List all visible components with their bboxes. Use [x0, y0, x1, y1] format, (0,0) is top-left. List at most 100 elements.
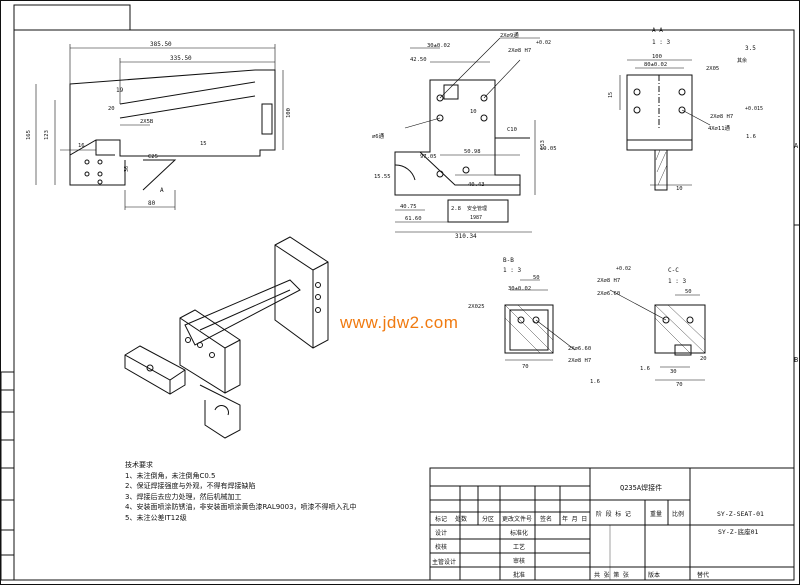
tb-standard: 标准化	[510, 529, 528, 537]
cc-dim-1-6: 1.6	[640, 366, 650, 372]
dim-40-43: 40.43	[468, 182, 485, 188]
dim-123: 123	[44, 130, 50, 140]
dim-165: 165	[26, 130, 32, 140]
dim-113: 113	[540, 140, 546, 150]
cc-dim-70: 70	[676, 382, 683, 388]
aa-dim-80: 80±0.02	[644, 62, 667, 68]
tech-req-item: 1、未注倒角，未注倒角C0.5	[125, 471, 216, 480]
tb-scale: 比例	[672, 510, 684, 518]
note-safe: 安全管理	[467, 205, 487, 212]
aa-roughness: 3.5	[745, 45, 756, 52]
tech-req-item: 4、安装面喷涂防锈油，非安装面喷涂黄色漆RAL9003，喷漆不得喷入孔中	[125, 503, 357, 511]
dim-100: 100	[286, 108, 292, 118]
border-letter-b: B	[794, 356, 798, 364]
tech-req-item: 3、焊接后去应力处理，然后机械加工	[125, 492, 242, 501]
cc-dim-50: 50	[685, 289, 692, 295]
border-letter-a: A	[794, 142, 799, 150]
dim-15-55: 15.55	[374, 174, 391, 180]
bb-dim-1-6: 1.6	[590, 379, 600, 385]
dim-30-tol: 30±0.02	[427, 43, 450, 49]
tb-weight: 重量	[650, 510, 662, 518]
tb-process: 工艺	[513, 543, 525, 551]
tb-chief: 主管设计	[432, 558, 456, 566]
bb-dim-6-60: 2X⌀6.60	[568, 346, 591, 352]
bb-dim-8h7: 2X⌀8 H7	[568, 358, 591, 364]
section-bb-label: B-B	[503, 257, 514, 264]
dim-19: 19	[116, 87, 124, 94]
view-section-cc	[609, 289, 706, 381]
view-side	[394, 37, 540, 233]
dim-10: 10	[470, 109, 477, 115]
dim-385: 385.50	[150, 41, 172, 48]
aa-dim-2x05: 2X05	[706, 66, 719, 72]
section-cc-scale: 1 : 3	[668, 278, 686, 285]
aa-dim-1-6: 1.6	[746, 134, 756, 140]
dim-19-05: 19.05	[540, 146, 557, 152]
aa-rest: 其余	[737, 57, 747, 64]
tb-zone: 分区	[482, 515, 494, 523]
drawing-number-2: SY-Z-底座01	[718, 527, 758, 536]
cc-dim-6-60: 2X⌀6.60	[597, 291, 620, 297]
tol-1: +0.02	[536, 40, 551, 46]
technical-requirements: 技术要求 1、未注倒角，未注倒角C0.5 2、保证焊接强度与外观，不得有焊接缺陷…	[125, 460, 357, 523]
aa-dim-8h7: 2X⌀8 H7	[710, 114, 733, 120]
tb-replace: 替代	[697, 571, 709, 579]
tb-change-doc: 更改文件号	[502, 515, 532, 523]
dim-c25: C25	[148, 154, 158, 160]
inner-frame	[13, 29, 795, 581]
note-1987: 1987	[470, 215, 482, 221]
dim-310-34: 310.34	[455, 233, 477, 240]
dim-42-50: 42.50	[410, 57, 427, 63]
bb-dim-30: 30±0.02	[508, 286, 531, 292]
view-section-aa	[619, 59, 711, 191]
dim-2x5b: 2X5B	[140, 119, 154, 125]
watermark-text: www.jdw2.com	[340, 313, 459, 332]
dim-97-05: 97.05	[420, 154, 437, 160]
dim-2x8h7: 2X⌀8 H7	[508, 48, 531, 54]
dim-80: 80	[148, 200, 156, 207]
tb-sign: 签名	[540, 515, 552, 523]
dim-6: ⌀6通	[372, 132, 385, 140]
tb-count: 处数	[455, 515, 467, 523]
tb-date: 年 月 日	[562, 515, 587, 523]
tech-req-item: 2、保证焊接强度与外观，不得有焊接缺陷	[125, 482, 256, 490]
tb-mark: 标记	[435, 515, 447, 523]
section-aa-label: A-A	[652, 27, 663, 34]
cc-dim-20: 20	[700, 356, 707, 362]
dim-20: 20	[108, 106, 115, 112]
dim-36: 36	[124, 166, 130, 172]
tech-req-item: 5、未注公差IT12级	[125, 513, 187, 522]
dim-c10: C10	[507, 127, 517, 133]
cc-dim-8h7: 2X⌀8 H7	[597, 278, 620, 284]
tb-stage: 阶 段 标 记	[596, 510, 631, 518]
section-aa-scale: 1 : 3	[652, 39, 670, 46]
cc-dim-30: 30	[670, 369, 677, 375]
tb-checker: 校核	[435, 543, 447, 551]
tb-designer: 设计	[435, 529, 447, 537]
dim-16: 16	[78, 143, 85, 149]
title-block	[429, 467, 795, 581]
tb-review: 审核	[513, 557, 525, 565]
material-title: Q235A焊接件	[620, 483, 662, 492]
section-cc-label: C-C	[668, 267, 679, 274]
bb-dim-70: 70	[522, 364, 529, 370]
aa-tol: +0.015	[745, 106, 763, 112]
isometric-view	[124, 236, 329, 439]
dim-40-75: 40.75	[400, 204, 417, 210]
tb-sheets: 共 张 第 张	[594, 571, 629, 579]
dim-2x9: 2X⌀9通	[500, 31, 519, 39]
tech-req-title: 技术要求	[125, 461, 153, 469]
code-box	[13, 4, 131, 31]
aa-dim-100: 100	[652, 54, 662, 60]
bb-dim-50: 50	[533, 275, 540, 281]
cc-tol: +0.02	[616, 266, 631, 272]
tb-approve: 批准	[513, 571, 525, 579]
drawing-number-1: SY-Z-SEAT-01	[717, 510, 764, 518]
view-section-bb	[504, 279, 576, 361]
bb-dim-2x025: 2X025	[468, 304, 485, 310]
section-mark-a: A	[160, 187, 164, 194]
dim-15: 15	[200, 141, 207, 147]
note-2-8: 2.8	[451, 206, 461, 212]
dim-61-60: 61.60	[405, 216, 422, 222]
